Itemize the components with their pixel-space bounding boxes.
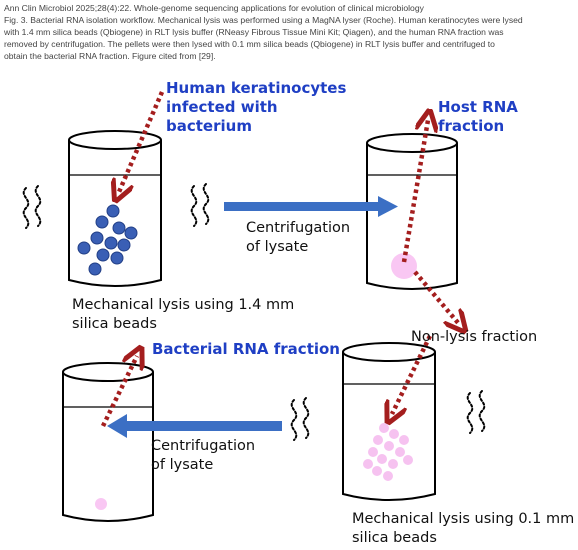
centrifugation-top-label: Centrifugation of lysate: [246, 220, 351, 255]
bead: [95, 215, 109, 229]
tube-body: [68, 140, 162, 287]
pellet: [391, 253, 417, 279]
tube-rim: [342, 342, 436, 362]
bead: [377, 454, 387, 464]
tube-body: [62, 372, 154, 522]
bead: [372, 466, 382, 476]
tube-rim: [62, 362, 154, 382]
bead: [106, 204, 120, 218]
bead: [104, 236, 118, 250]
small-beads: [363, 423, 413, 481]
caption-line: obtain the bacterial RNA fraction. Figur…: [4, 51, 216, 61]
bead: [112, 221, 126, 235]
shake-marks-right-1: [190, 183, 210, 227]
bead: [383, 471, 393, 481]
bacterial-rna-label: Bacterial RNA fraction: [152, 340, 340, 358]
bead: [384, 441, 394, 451]
lysis-0-1mm-label: Mechanical lysis using 0.1 mm silica bea…: [352, 511, 575, 546]
non-lysis-label: Non-lysis fraction: [411, 329, 538, 345]
figure-caption: Ann Clin Microbiol 2025;28(4):22. Whole-…: [4, 2, 570, 62]
shake-marks-left-3: [290, 397, 310, 441]
lysis-1-4mm-label: Mechanical lysis using 1.4 mm silica bea…: [72, 297, 295, 332]
centrifugation-arrow-bottom: [107, 414, 282, 438]
bead: [403, 455, 413, 465]
bead: [395, 447, 405, 457]
bead: [368, 447, 378, 457]
tube-rim: [366, 133, 458, 153]
bead: [110, 251, 124, 265]
large-beads: [77, 204, 138, 276]
bead: [373, 435, 383, 445]
bead: [389, 429, 399, 439]
shake-marks-left-1: [22, 185, 42, 229]
bacterial-rna-arrow: [100, 356, 137, 427]
host-rna-arrow: [401, 120, 428, 263]
tube-4: [62, 362, 154, 522]
bead: [96, 248, 110, 262]
centrifugation-bottom-label: Centrifugation of lysate: [151, 438, 256, 473]
tube-body: [342, 352, 436, 501]
shake-marks-right-3: [466, 390, 486, 434]
tube-3: [342, 342, 436, 501]
caption-line: with 1.4 mm silica beads (Qbiogene) in R…: [4, 27, 504, 37]
host-rna-label: Host RNA fraction: [438, 98, 518, 135]
centrifugation-arrow-top: [224, 196, 398, 217]
tube-2: [366, 133, 458, 290]
bead: [77, 241, 91, 255]
journal-line: Ann Clin Microbiol 2025;28(4):22. Whole-…: [4, 3, 424, 13]
bead: [388, 459, 398, 469]
bead: [399, 435, 409, 445]
tube-rim: [68, 130, 162, 150]
tube-body: [366, 143, 458, 290]
caption-line: Fig. 3. Bacterial RNA isolation workflow…: [4, 15, 523, 25]
bead: [379, 423, 389, 433]
pellet: [95, 498, 107, 510]
bead: [363, 459, 373, 469]
bead: [117, 238, 131, 252]
sample-input-arrow: [119, 91, 165, 192]
bead: [124, 226, 138, 240]
bead: [88, 262, 102, 276]
pellet-transfer-arrow: [413, 270, 459, 324]
caption-line: removed by centrifugation. The pellets w…: [4, 39, 495, 49]
pellet-input-arrow: [392, 335, 433, 414]
bead: [90, 231, 104, 245]
input-sample-label: Human keratinocytes infected with bacter…: [166, 79, 347, 135]
tube-1: [68, 130, 162, 287]
